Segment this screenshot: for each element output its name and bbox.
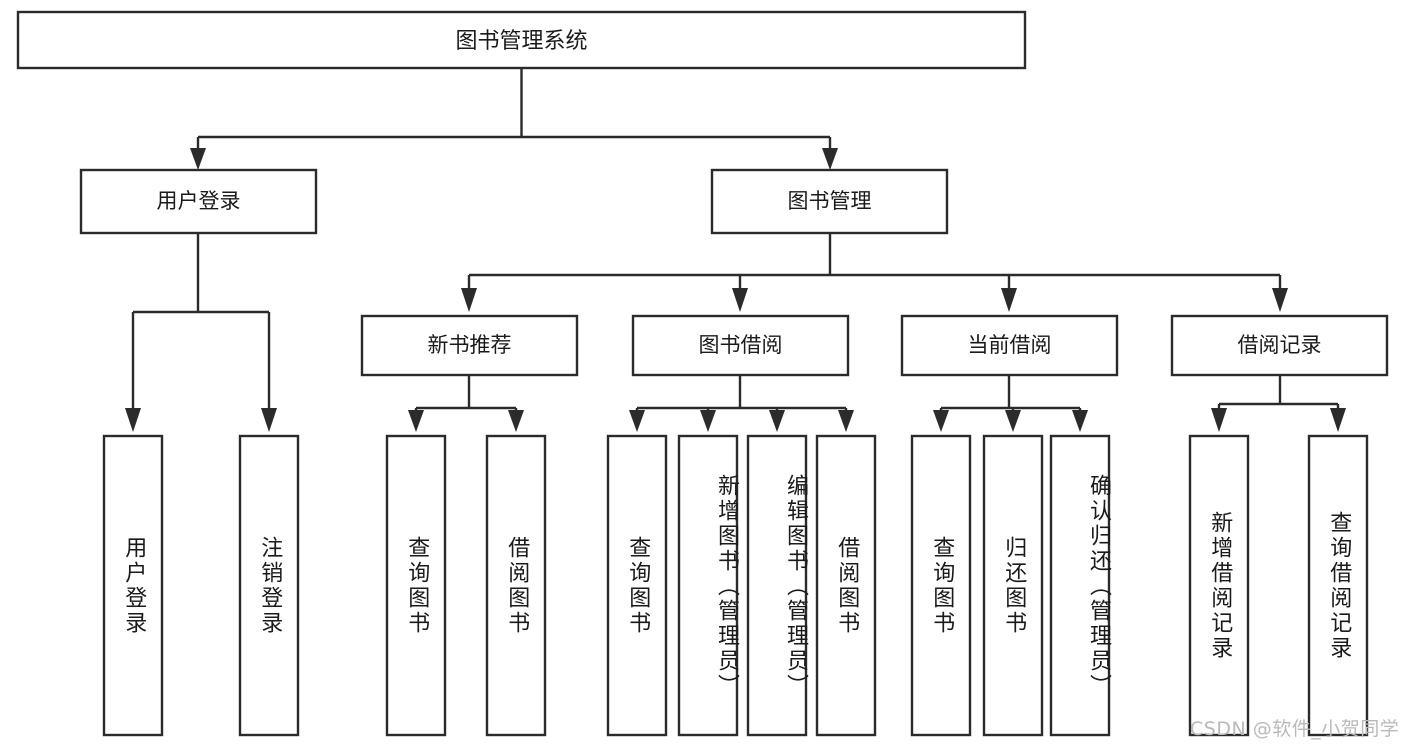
arrow-head-leaf-add-record <box>1211 408 1227 432</box>
arrow-head-borrow <box>732 288 748 312</box>
leaf-box-query-record[interactable] <box>1307 434 1369 737</box>
node-root[interactable]: 图书管理系统 <box>16 10 1027 70</box>
node-book-management[interactable]: 图书管理 <box>710 168 949 235</box>
leaf-box-add-record[interactable] <box>1188 434 1250 737</box>
connector-layer <box>125 68 1346 432</box>
arrow-head-current <box>1001 288 1017 312</box>
arrow-head-newbook <box>461 288 477 312</box>
arrow-head-leaf-borrow-book-1 <box>508 410 524 432</box>
arrow-head-leaf-query-book-2 <box>629 410 645 432</box>
leaf-box-query-book-1[interactable] <box>385 434 447 737</box>
leaf-box-layer <box>102 434 1369 737</box>
node-user-login-label: 用户登录 <box>157 189 241 213</box>
node-new-book-recommend-label: 新书推荐 <box>428 333 512 357</box>
arrow-head-book-mgmt <box>822 148 838 170</box>
arrow-head-leaf-query-book-3 <box>933 410 949 432</box>
arrow-head-leaf-borrow-book-2 <box>838 410 854 432</box>
node-user-login[interactable]: 用户登录 <box>79 168 318 235</box>
node-book-borrow-box[interactable] <box>631 314 850 377</box>
node-borrow-record-label: 借阅记录 <box>1238 333 1322 357</box>
leaf-box-confirm-return[interactable] <box>1049 434 1111 737</box>
arrow-head-leaf-edit-book <box>769 410 785 432</box>
arrow-head-leaf-query-book-1 <box>408 410 424 432</box>
arrow-head-leaf-return-book <box>1005 410 1021 432</box>
node-current-borrow[interactable]: 当前借阅 <box>900 314 1119 377</box>
leaf-box-user-login[interactable] <box>102 434 164 737</box>
node-borrow-record[interactable]: 借阅记录 <box>1170 314 1389 377</box>
node-new-book-recommend-box[interactable] <box>360 314 579 377</box>
node-book-borrow-label: 图书借阅 <box>699 333 783 357</box>
arrow-head-leaf-add-book <box>700 410 716 432</box>
arrow-head-leaf-confirm-return <box>1072 410 1088 432</box>
node-user-login-box[interactable] <box>79 168 318 235</box>
leaf-box-return-book[interactable] <box>982 434 1044 737</box>
arrow-head-leaf-query-record <box>1330 408 1346 432</box>
arrow-head-leaf-logout <box>261 408 277 432</box>
csdn-watermark: CSDN @软件_小贺同学 <box>1190 718 1400 740</box>
leaf-box-borrow-book-2[interactable] <box>815 434 877 737</box>
node-current-borrow-label: 当前借阅 <box>968 333 1052 357</box>
node-borrow-record-box[interactable] <box>1170 314 1389 377</box>
node-book-borrow[interactable]: 图书借阅 <box>631 314 850 377</box>
node-root-box[interactable] <box>16 10 1027 70</box>
leaf-box-borrow-book-1[interactable] <box>485 434 547 737</box>
leaf-box-edit-book[interactable] <box>746 434 808 737</box>
node-book-management-label: 图书管理 <box>788 189 872 213</box>
leaf-box-query-book-2[interactable] <box>606 434 668 737</box>
node-book-management-box[interactable] <box>710 168 949 235</box>
leaf-box-query-book-3[interactable] <box>910 434 972 737</box>
arrow-head-record <box>1272 288 1288 312</box>
leaf-box-logout[interactable] <box>238 434 300 737</box>
node-new-book-recommend[interactable]: 新书推荐 <box>360 314 579 377</box>
node-root-label: 图书管理系统 <box>455 29 587 54</box>
arrow-head-user-login <box>190 148 206 170</box>
node-current-borrow-box[interactable] <box>900 314 1119 377</box>
arrow-head-leaf-user-login <box>125 408 141 432</box>
leaf-box-add-book[interactable] <box>677 434 739 737</box>
